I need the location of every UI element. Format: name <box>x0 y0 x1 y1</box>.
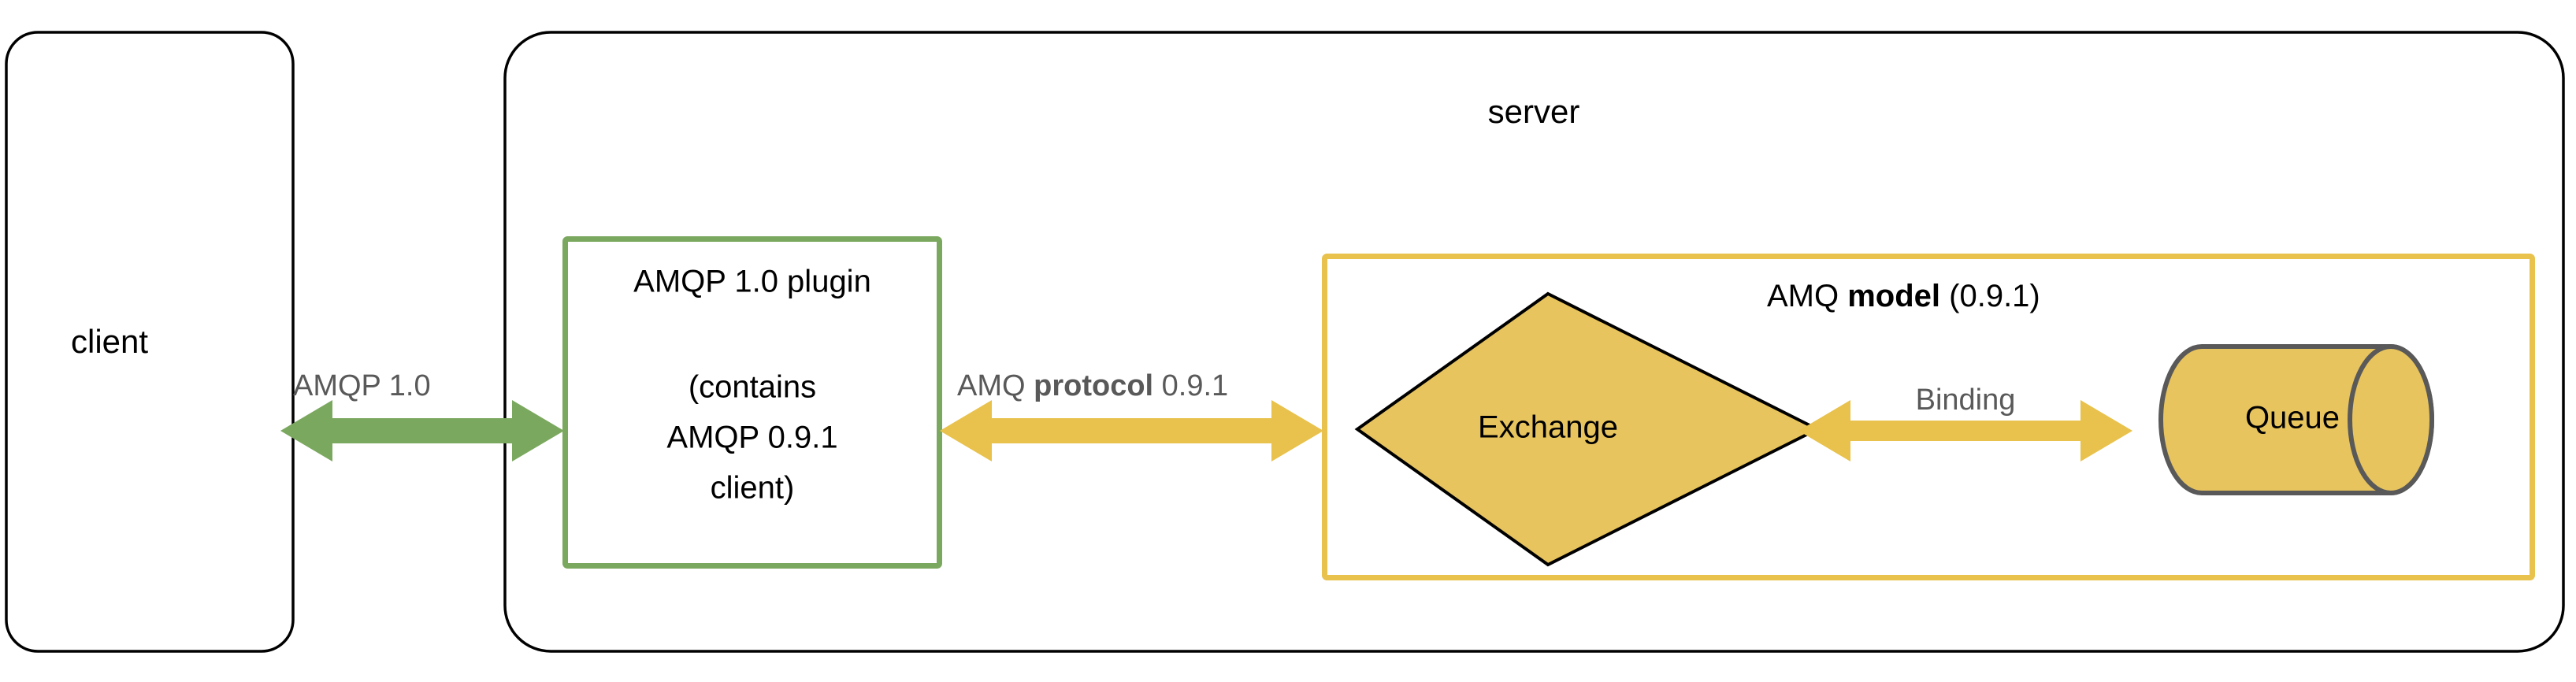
arrow-client-to-plugin <box>280 400 564 461</box>
double-arrow-binding-shape <box>1798 400 2132 461</box>
arrow-plugin-to-model-label: AMQ protocol 0.9.1 <box>957 369 1228 402</box>
amq-model-emphasis: model <box>1847 279 1940 313</box>
amqp-plugin-contains-line2: AMQP 0.9.1 <box>666 421 837 455</box>
amq-protocol-emphasis: protocol <box>1034 369 1153 402</box>
exchange-diamond <box>1354 291 1821 567</box>
exchange-label: Exchange <box>1478 410 1618 445</box>
server-label: server <box>1488 93 1580 130</box>
queue-label: Queue <box>2245 401 2340 436</box>
arrow-exchange-to-queue-label: Binding <box>1916 384 2016 417</box>
arrow-exchange-to-queue <box>1798 400 2132 461</box>
amqp-plugin-contains-line3: client) <box>711 471 795 506</box>
amq-model-prefix: AMQ <box>1767 279 1847 313</box>
amqp-plugin-box <box>562 236 942 569</box>
double-arrow-amber-shape <box>940 400 1323 461</box>
client-label: client <box>71 323 148 360</box>
arrow-plugin-to-model <box>940 400 1323 461</box>
amq-protocol-version: 0.9.1 <box>1153 369 1228 402</box>
amq-model-version: (0.9.1) <box>1940 279 2040 313</box>
amqp-plugin-contains-line1: (contains <box>689 370 816 405</box>
amq-model-label: AMQ model (0.9.1) <box>1767 279 2040 313</box>
arrow-client-to-plugin-label: AMQP 1.0 <box>293 369 431 402</box>
queue-cylinder <box>2158 344 2434 495</box>
amqp-plugin-title: AMQP 1.0 plugin <box>633 265 871 299</box>
amq-protocol-prefix: AMQ <box>957 369 1034 402</box>
queue-cylinder-end-cap <box>2348 344 2434 495</box>
client-container <box>5 31 295 653</box>
double-arrow-green-shape <box>280 400 564 461</box>
